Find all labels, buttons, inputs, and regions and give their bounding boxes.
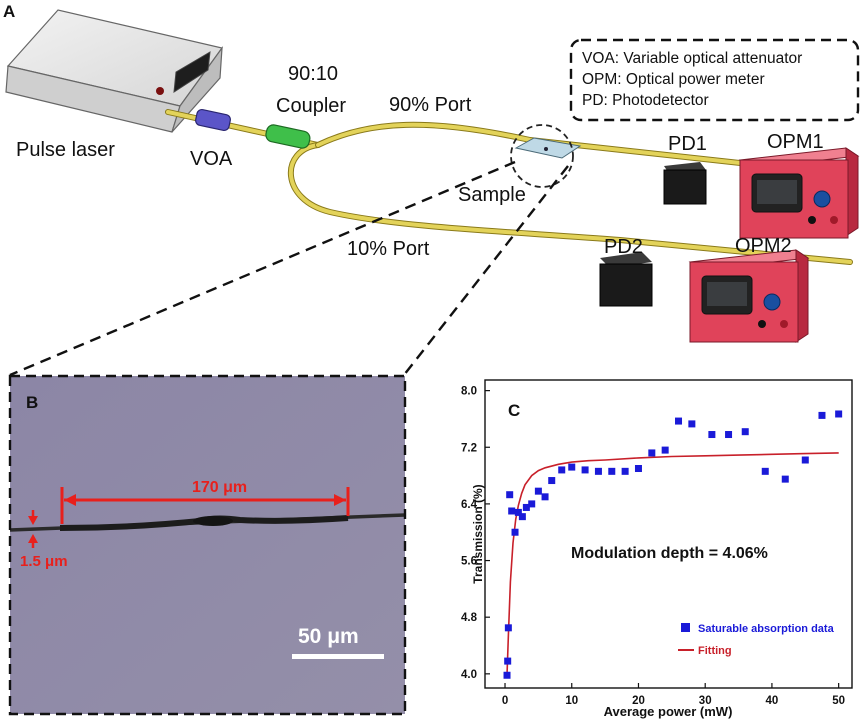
x-axis-ticks: 0 10 20 30 40 50: [502, 683, 845, 707]
opm2-knob-icon: [763, 293, 781, 311]
x-tick-label: 10: [565, 695, 578, 707]
data-point: [504, 657, 512, 665]
coupler-ratio: 90:10: [288, 63, 338, 85]
data-point: [548, 477, 556, 485]
panel-c-letter: C: [508, 401, 520, 420]
data-point: [511, 528, 519, 536]
data-point: [534, 487, 542, 495]
y-tick-label: 5.6: [461, 556, 477, 568]
chart-y-axis-label: Transmission (%): [471, 484, 485, 583]
data-point: [781, 475, 789, 483]
width-marker: [28, 510, 38, 548]
y-tick-label: 7.2: [461, 442, 477, 454]
data-point: [514, 508, 522, 516]
opm1-knob-icon: [813, 190, 831, 208]
y-tick-label: 4.8: [461, 612, 478, 624]
legend-marker-data: [681, 623, 690, 632]
y-tick-label: 4.0: [461, 669, 477, 681]
width-label: 1.5 μm: [20, 553, 68, 570]
data-point: [648, 449, 656, 457]
sample-zoom-circle: [510, 124, 574, 188]
pd2-device: [599, 252, 653, 307]
fiber-paths: [165, 109, 853, 265]
port-90-label: 90% Port: [389, 94, 472, 116]
data-point: [818, 411, 826, 419]
sample-label: Sample: [458, 184, 526, 206]
data-point: [835, 410, 843, 418]
pd1-label: PD1: [668, 133, 707, 155]
opm2-device: [688, 249, 810, 343]
coupler-label: Coupler: [276, 95, 346, 117]
data-point: [568, 463, 576, 471]
scalebar-label: 50 μm: [298, 625, 359, 648]
chart-x-axis-label: Average power (mW): [604, 704, 733, 719]
x-tick-label: 30: [699, 695, 712, 707]
x-tick-label: 0: [502, 695, 508, 707]
panel-a: A Pulse laser VOA 90:10 Coupl: [3, 2, 860, 377]
chart-plot-frame: [484, 379, 853, 689]
legend-line-voa: VOA: Variable optical attenuator: [582, 50, 802, 67]
data-point: [634, 465, 642, 473]
data-point: [504, 624, 512, 632]
data-point: [508, 507, 516, 515]
x-tick-label: 20: [632, 695, 645, 707]
data-point: [675, 417, 683, 425]
data-point: [688, 420, 696, 428]
y-axis-ticks: 4.0 4.8 5.6 6.4 7.2 8.0: [461, 386, 490, 681]
legend-line-pd: PD: Photodetector: [582, 92, 709, 109]
x-tick-label: 50: [832, 695, 845, 707]
length-label: 170 μm: [192, 479, 247, 496]
opm1-device: [738, 147, 860, 239]
panel-a-letter: A: [3, 2, 15, 21]
coupler-device: [265, 124, 311, 149]
data-points: [503, 410, 843, 679]
pd2-label: PD2: [604, 236, 643, 258]
port-10-label: 10% Port: [347, 238, 430, 260]
data-point: [541, 493, 549, 501]
panel-b-frame: [8, 374, 407, 716]
data-point: [661, 446, 669, 454]
data-point: [621, 467, 629, 475]
laser-label: Pulse laser: [16, 139, 115, 161]
sample-chip: [514, 137, 582, 159]
data-point: [518, 513, 526, 521]
data-point: [594, 467, 602, 475]
length-arrow: [60, 487, 350, 524]
data-point: [725, 431, 733, 439]
data-point: [801, 456, 809, 464]
data-point: [581, 466, 589, 474]
modulation-depth-annotation: Modulation depth = 4.06%: [571, 545, 768, 562]
micrograph-background: [10, 376, 405, 714]
laser-indicator-icon: [156, 87, 164, 95]
data-point: [761, 467, 769, 475]
zoom-line-right: [403, 165, 569, 376]
scalebar: [292, 654, 384, 659]
legend-label-fitting: Fitting: [698, 645, 732, 657]
pulse-laser-device: [5, 9, 224, 133]
data-point: [522, 503, 530, 511]
data-point: [708, 431, 716, 439]
legend-label-data: Saturable absorption data: [698, 623, 835, 635]
panel-b-letter: B: [26, 393, 38, 412]
data-point: [558, 466, 566, 474]
panel-c: C Modulation depth = 4.06% Transmission …: [461, 379, 853, 719]
abbreviation-legend-box: [569, 38, 860, 122]
data-point: [741, 428, 749, 436]
pd1-device: [663, 162, 707, 205]
x-tick-label: 40: [766, 695, 779, 707]
opm2-label: OPM2: [735, 235, 792, 257]
data-point: [528, 500, 536, 508]
legend-line-opm: OPM: Optical power meter: [582, 71, 765, 88]
zoom-line-left: [9, 160, 516, 377]
data-point: [506, 491, 514, 499]
y-tick-label: 6.4: [461, 499, 478, 511]
voa-device: [195, 108, 231, 132]
panel-b: B 170 μm 1.5 μm 50 μm: [8, 374, 407, 716]
opm1-label: OPM1: [767, 131, 824, 153]
voa-label: VOA: [190, 148, 233, 170]
y-tick-label: 8.0: [461, 386, 477, 398]
data-point: [608, 467, 616, 475]
data-point: [503, 671, 511, 679]
